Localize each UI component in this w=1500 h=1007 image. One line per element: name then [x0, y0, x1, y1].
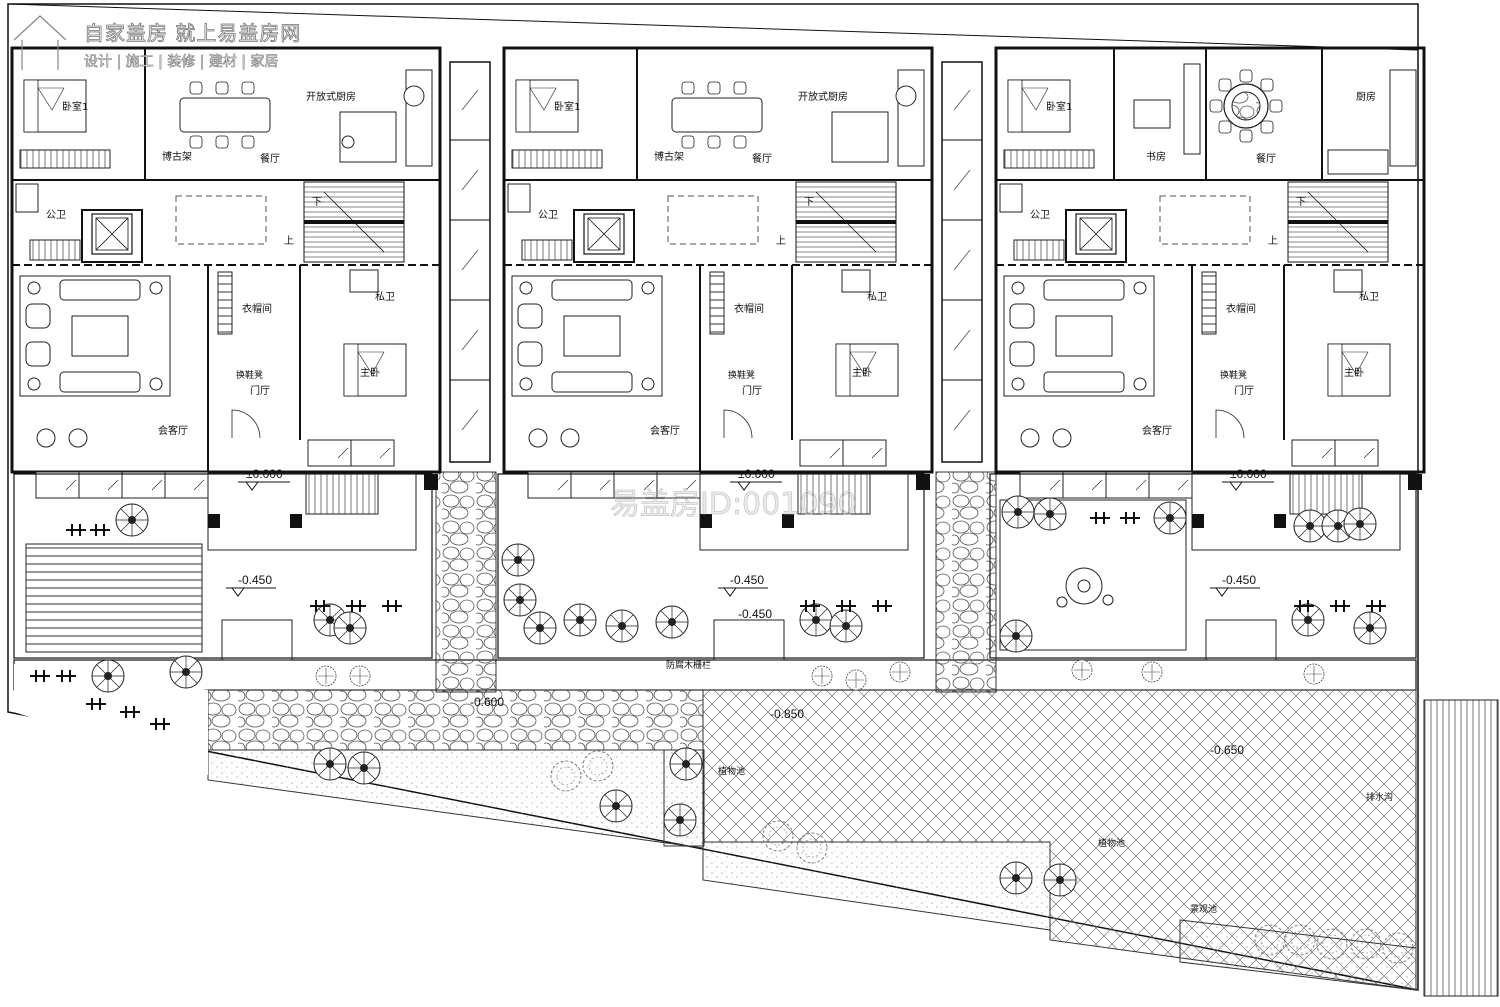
- room-label-foyer: 门厅: [1234, 384, 1254, 397]
- room-label-study: 书房: [1146, 150, 1166, 163]
- room-label-antique-shelf: 博古架: [654, 150, 684, 163]
- room-label-master: 主卧: [852, 366, 872, 379]
- room-label-foyer: 门厅: [742, 384, 762, 397]
- watermark: 自家盖房 就上易盖房网 设计 | 施工 | 装修 | 建材 | 家居 易盖房ID…: [13, 15, 857, 522]
- stair-down-label: 下: [1296, 197, 1306, 208]
- shoe-bench-label: 换鞋凳: [728, 369, 755, 381]
- front-yards: [13, 473, 1422, 661]
- stair-up-label: 上: [1268, 235, 1278, 247]
- room-label-public-wc: 公卫: [46, 210, 66, 221]
- planting-label-2: 植物池: [1098, 837, 1125, 849]
- level-ground: ±0.000: [1230, 467, 1267, 481]
- pond-label: 景观池: [1190, 903, 1217, 915]
- room-label-dining: 餐厅: [260, 152, 280, 165]
- level-yard: -0.450: [238, 573, 272, 587]
- level-plaza-b: -0.650: [1210, 743, 1244, 757]
- room-label-public-wc: 公卫: [1030, 210, 1050, 221]
- room-label-open-kitchen: 开放式厨房: [798, 90, 848, 103]
- room-label-open-kitchen: 开放式厨房: [306, 90, 356, 103]
- level-yard: -0.450: [738, 607, 772, 621]
- watermark-id: 易盖房ID:001090: [610, 487, 857, 522]
- room-label-bedroom1: 卧室1: [554, 100, 580, 113]
- unit-3: 卧室1 书房 餐厅 厨房 公卫 下 上 会客厅 衣帽间 私卫 主卧 换鞋凳 门厅: [994, 46, 1426, 499]
- level-ground: ±0.000: [246, 467, 283, 481]
- room-label-master: 主卧: [1344, 366, 1364, 379]
- planting-label-1: 植物池: [718, 765, 745, 777]
- stair-up-label: 上: [776, 235, 786, 247]
- room-label-dining: 餐厅: [752, 152, 772, 165]
- room-label-living: 会客厅: [650, 424, 680, 437]
- room-label-living: 会客厅: [158, 424, 188, 437]
- room-label-closet: 衣帽间: [242, 302, 272, 315]
- room-label-foyer: 门厅: [250, 384, 270, 397]
- shoe-bench-label: 换鞋凳: [1220, 369, 1247, 381]
- landscape-paving: [13, 471, 1499, 997]
- stair-down-label: 下: [804, 197, 814, 208]
- room-label-antique-shelf: 博古架: [162, 150, 192, 163]
- stair-down-label: 下: [312, 197, 322, 208]
- watermark-subtitle: 设计 | 施工 | 装修 | 建材 | 家居: [84, 53, 278, 70]
- room-label-closet: 衣帽间: [1226, 302, 1256, 315]
- shoe-bench-label: 换鞋凳: [236, 369, 263, 381]
- room-label-bedroom1: 卧室1: [62, 100, 88, 113]
- room-label-master: 主卧: [360, 366, 380, 379]
- unit-2: 卧室1 开放式厨房 博古架 餐厅 公卫 下 上 会客厅 衣帽间 私卫 主卧 换鞋…: [502, 46, 934, 499]
- level-plaza-a: -0.850: [770, 707, 804, 721]
- level-yard: -0.450: [730, 573, 764, 587]
- room-label-private-wc: 私卫: [1359, 291, 1379, 303]
- room-label-dining: 餐厅: [1256, 152, 1276, 165]
- level-path: -0.600: [470, 695, 504, 709]
- room-label-living: 会客厅: [1142, 424, 1172, 437]
- level-yard: -0.450: [1222, 573, 1256, 587]
- room-label-bedroom1: 卧室1: [1046, 100, 1072, 113]
- unit-1: 卧室1 开放式厨房 博古架 餐厅 公卫 下 上 会客厅 衣帽间 私卫 主卧 换鞋…: [10, 46, 442, 499]
- site-boundary: [7, 3, 1419, 991]
- stair-up-label: 上: [284, 235, 294, 247]
- level-marks: ±0.000 -0.450 ±0.000 -0.450 -0.450 ±0.00…: [226, 467, 1274, 757]
- garden-labels: 防腐木栅栏 植物池 植物池 排水沟 景观池: [666, 659, 1393, 915]
- room-label-closet: 衣帽间: [734, 302, 764, 315]
- watermark-title: 自家盖房 就上易盖房网: [84, 21, 301, 45]
- drain-label: 排水沟: [1366, 791, 1393, 803]
- room-label-kitchen: 厨房: [1356, 90, 1376, 103]
- planting: [29, 495, 1414, 964]
- fence-label: 防腐木栅栏: [666, 659, 711, 671]
- room-label-private-wc: 私卫: [867, 291, 887, 303]
- lightwells: [449, 61, 983, 463]
- level-ground: ±0.000: [738, 467, 775, 481]
- room-label-private-wc: 私卫: [375, 291, 395, 303]
- room-label-public-wc: 公卫: [538, 210, 558, 221]
